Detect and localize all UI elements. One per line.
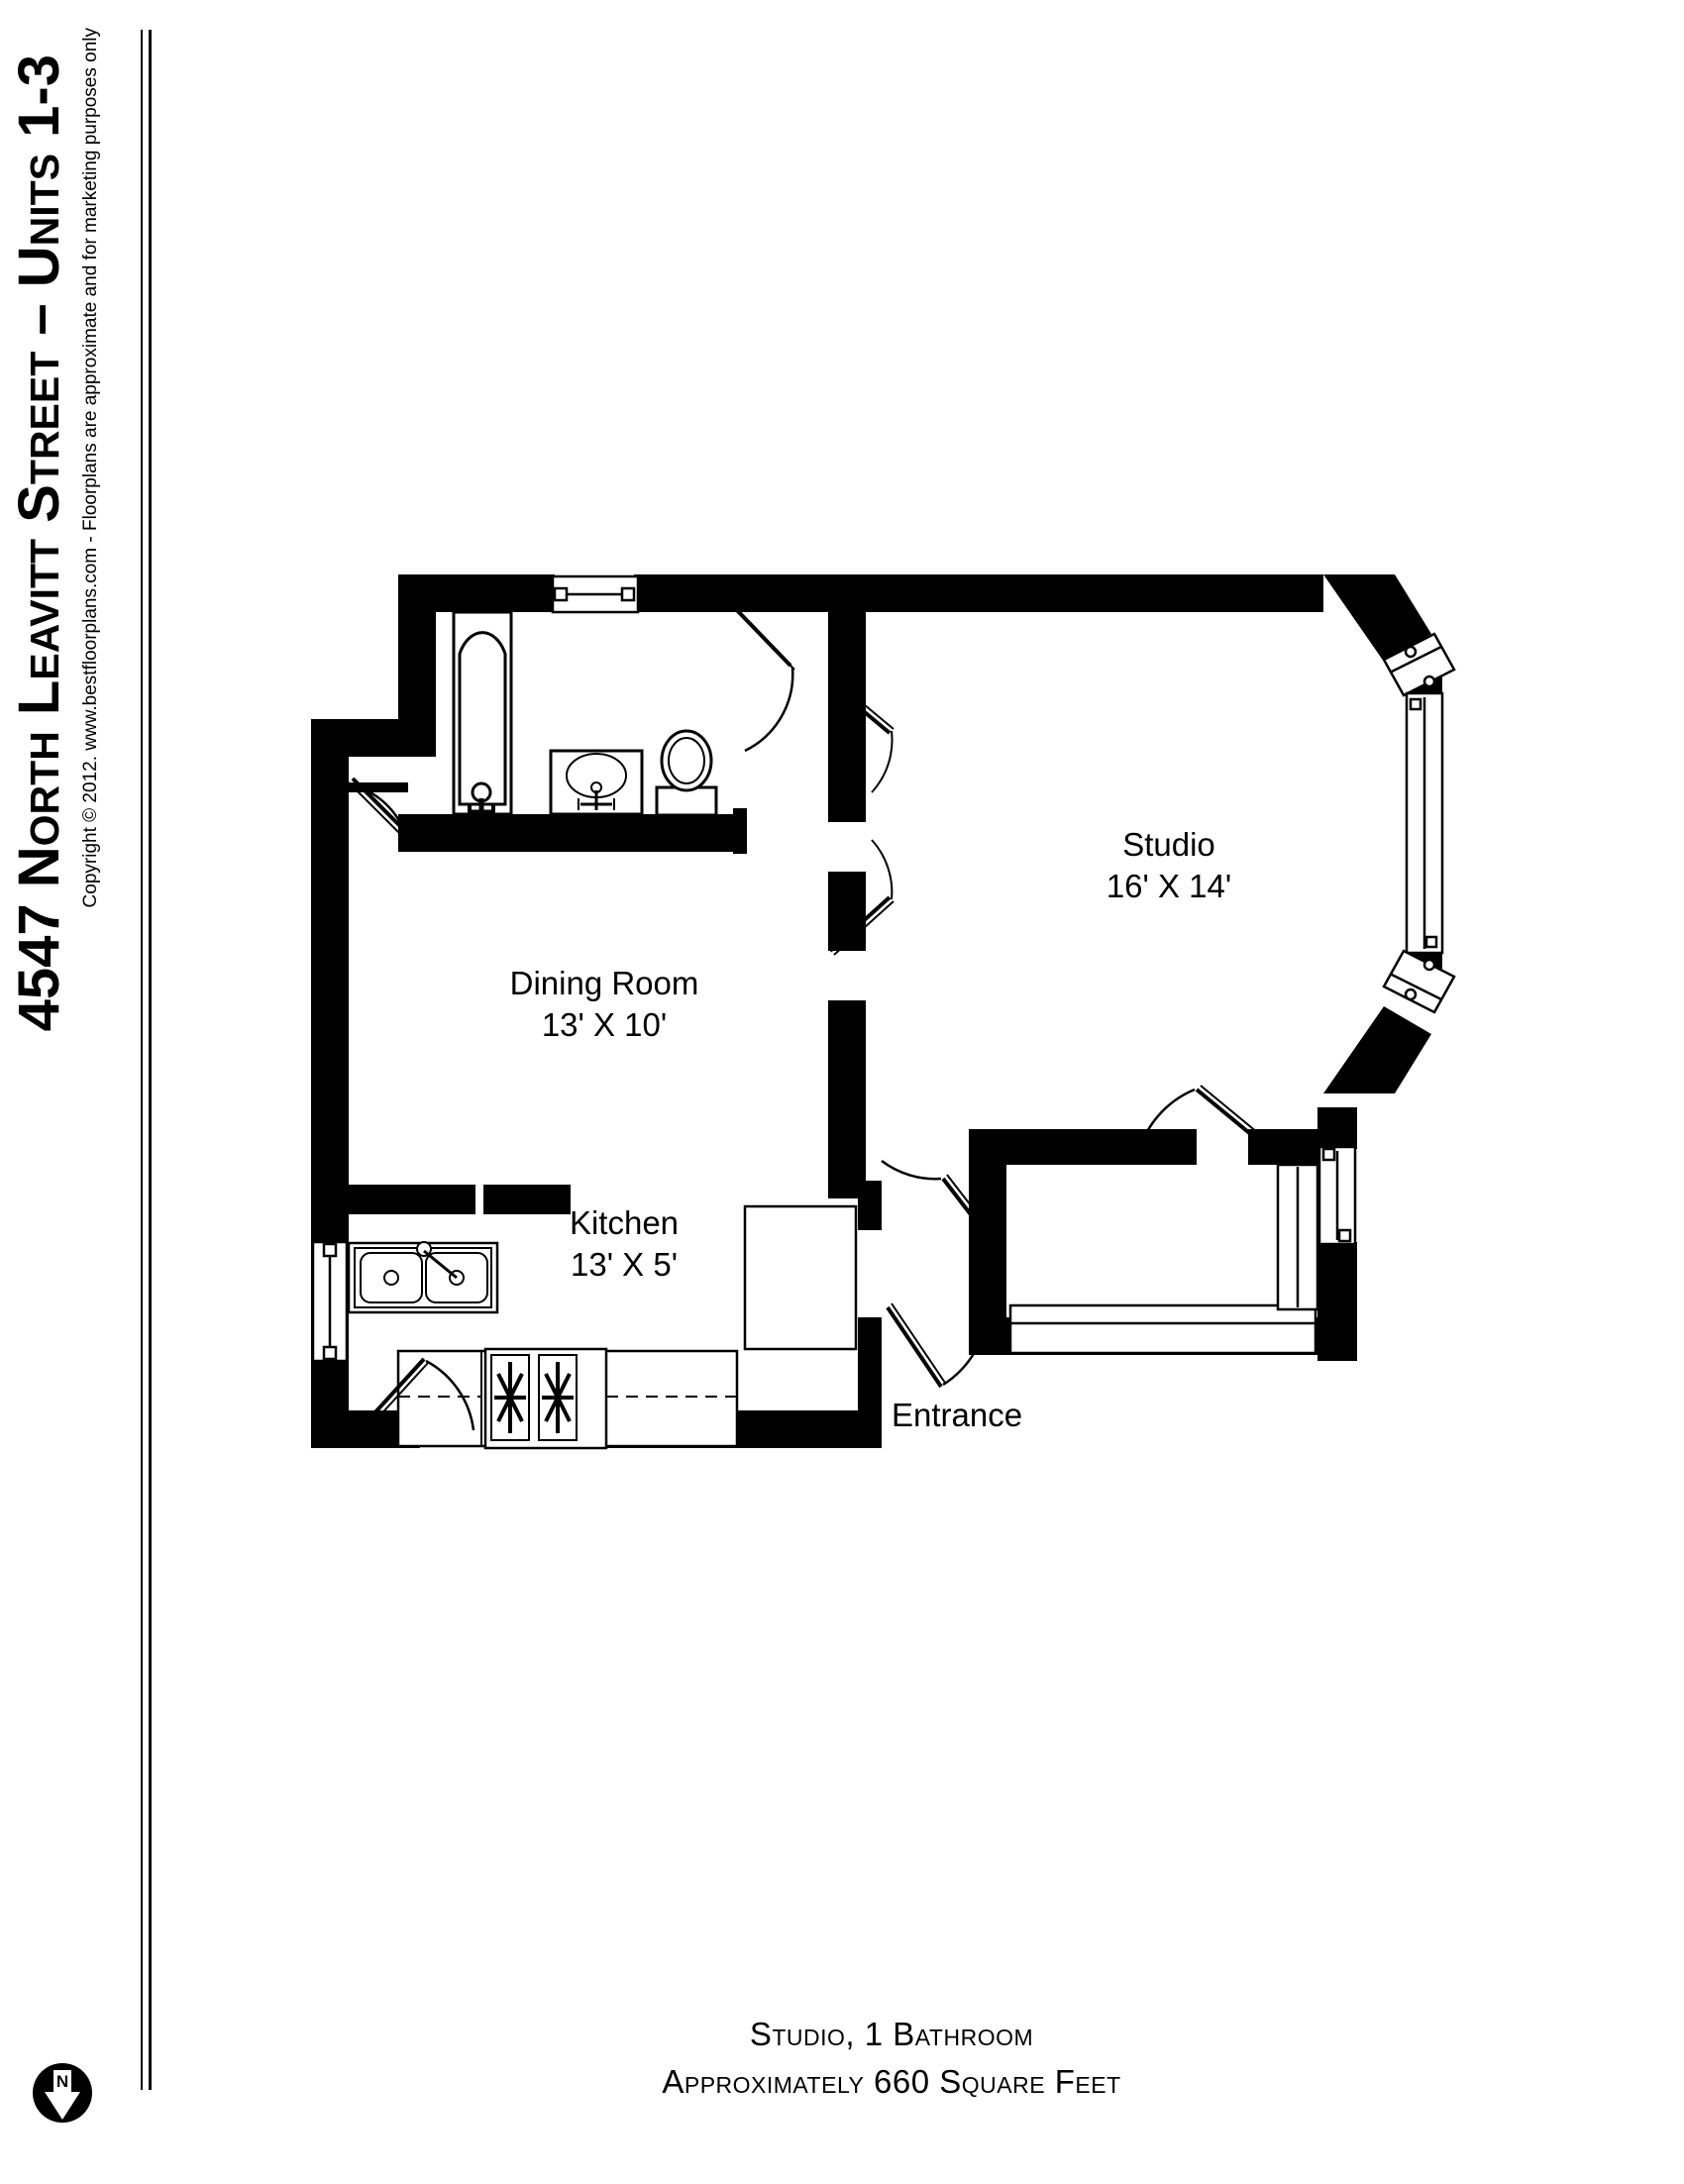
bathtub [452, 610, 513, 818]
stove-range [483, 1347, 608, 1450]
window-studio-east [1317, 1145, 1357, 1246]
door-studio-entrance [1135, 1085, 1281, 1158]
room-dimensions-dining-room: 13' X 10' [541, 1006, 668, 1043]
room-name-kitchen: Kitchen [569, 1204, 680, 1241]
closet [1008, 1163, 1319, 1355]
window-kitchen-west [311, 1240, 349, 1363]
door-kitchen-exterior [361, 1357, 475, 1431]
caption-line-2: Approximately 660 Square Feet [662, 2063, 1121, 2100]
title-band: 4547 North Leavitt Street – Units 1-3 Co… [0, 0, 158, 2179]
caption-line-1: Studio, 1 Bathroom [749, 2016, 1034, 2052]
door-entrance-left [881, 1160, 1001, 1250]
door-dining-closet [348, 777, 410, 839]
room-dimensions-studio: 16' X 14' [1105, 868, 1232, 904]
toilet [655, 729, 718, 817]
compass-north-icon: N [33, 2063, 92, 2123]
bay-window-lower [1382, 949, 1456, 1014]
window-bathroom-north [551, 574, 640, 614]
compass-rose: N [32, 2062, 93, 2124]
compass-label: N [56, 2072, 68, 2091]
bathroom-sink [549, 749, 644, 816]
room-label-entrance: Entrance [892, 1395, 1189, 1436]
room-label-kitchen: Kitchen 13' X 5' [426, 1202, 822, 1286]
room-name-studio: Studio [1122, 826, 1215, 863]
door-dining-studio-lower [828, 839, 895, 956]
plan-summary-caption: Studio, 1 Bathroom Approximately 660 Squ… [158, 2011, 1625, 2106]
refrigerator [743, 1204, 858, 1351]
room-name-dining-room: Dining Room [509, 965, 699, 1001]
room-dimensions-kitchen: 13' X 5' [570, 1246, 678, 1283]
room-name-entrance: Entrance [892, 1397, 1023, 1433]
bay-window-upper [1382, 632, 1456, 697]
door-bathroom [731, 604, 795, 753]
room-label-dining-room: Dining Room 13' X 10' [396, 963, 812, 1046]
door-dining-studio-upper [828, 678, 895, 793]
bay-window-middle [1405, 691, 1444, 955]
door-entrance-exterior [886, 1302, 989, 1389]
title-divider-outer [149, 30, 152, 2090]
title-divider-inner [141, 30, 143, 2090]
kitchen-sink [347, 1241, 499, 1314]
doors [348, 604, 1281, 1431]
room-label-studio: Studio 16' X 14' [991, 824, 1347, 907]
